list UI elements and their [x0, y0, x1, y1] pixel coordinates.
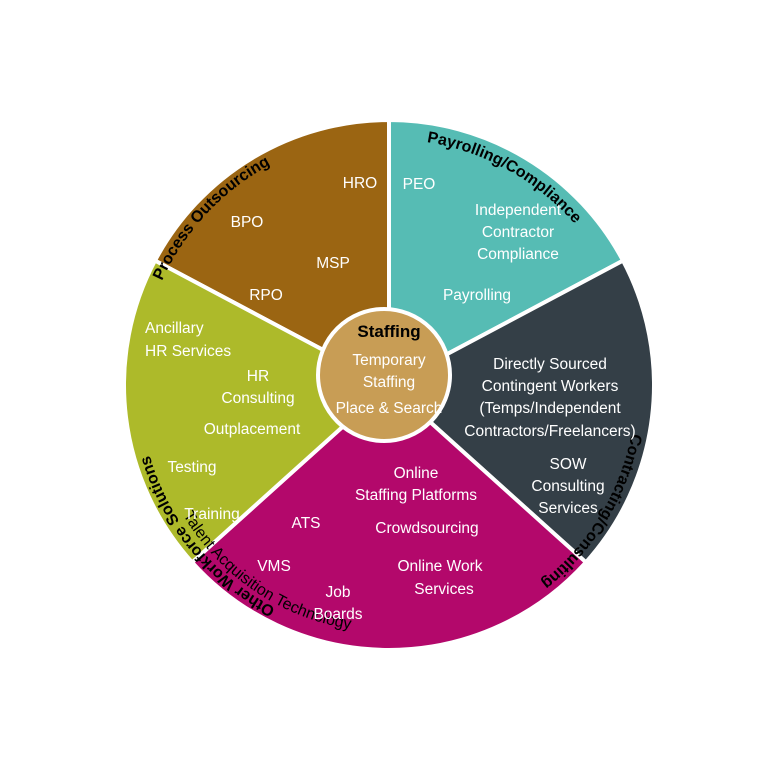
item-vms: VMS	[257, 558, 291, 575]
item-ancillary: Ancillary	[145, 320, 204, 337]
item-contractors-freelancers: Contractors/Freelancers)	[464, 423, 635, 440]
center-title: Staffing	[357, 322, 420, 341]
other-workforce-segment	[122, 257, 393, 566]
item-outplacement: Outplacement	[204, 421, 301, 438]
item-directly-sourced: Directly Sourced	[493, 356, 607, 373]
item-boards: Boards	[313, 606, 362, 623]
center-staffing: Staffing	[363, 374, 415, 391]
item-sow: SOW	[549, 456, 586, 473]
contracting-consulting-segment	[385, 257, 656, 566]
item-online: Online	[394, 465, 439, 482]
item-hr-consulting: Consulting	[221, 390, 294, 407]
item-hr-services: HR Services	[145, 343, 231, 360]
center-place-search: Place & Search	[336, 400, 443, 417]
item-rpo: RPO	[249, 287, 283, 304]
item-payrolling: Payrolling	[443, 287, 511, 304]
talent-acquisition-segment	[189, 382, 589, 652]
item-services: Services	[538, 500, 598, 517]
item-independent: Independent	[475, 202, 562, 219]
item-crowdsourcing: Crowdsourcing	[375, 520, 478, 537]
item-training: Training	[184, 506, 239, 523]
item-contingent-workers: Contingent Workers	[482, 378, 619, 395]
item-bpo: BPO	[231, 214, 264, 231]
item-online-work: Online Work	[398, 558, 483, 575]
item-peo: PEO	[403, 176, 436, 193]
staffing-center-circle	[316, 307, 452, 443]
item-hro: HRO	[343, 175, 377, 192]
item-temps-independent: (Temps/Independent	[479, 400, 621, 417]
item-staffing-platforms: Staffing Platforms	[355, 487, 477, 504]
center-temporary: Temporary	[352, 352, 425, 369]
item-ats: ATS	[292, 515, 321, 532]
payrolling-compliance-segment	[387, 117, 626, 389]
item-consulting: Consulting	[531, 478, 604, 495]
item-online-work-services: Services	[414, 581, 474, 598]
process-outsourcing-segment	[152, 117, 391, 389]
item-job: Job	[326, 584, 351, 601]
item-compliance: Compliance	[477, 246, 559, 263]
item-hr: HR	[247, 368, 269, 385]
item-testing: Testing	[167, 459, 216, 476]
item-msp: MSP	[316, 255, 350, 272]
item-contractor: Contractor	[482, 224, 554, 241]
